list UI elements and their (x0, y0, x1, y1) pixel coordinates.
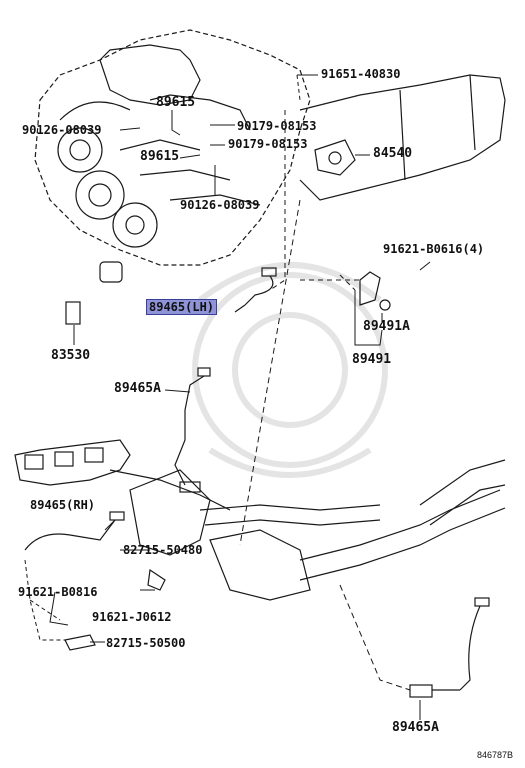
label-91621-b0816: 91621-B0816 (18, 585, 98, 599)
label-82715-50500: 82715-50500 (106, 636, 186, 650)
watermark-emblem (192, 262, 388, 478)
label-89465a-upper: 89465A (114, 381, 161, 396)
label-89465-lh-highlighted[interactable]: 89465(LH) (146, 299, 218, 315)
label-82715-50480: 82715-50480 (123, 543, 203, 557)
transmission (299, 74, 506, 201)
bracket-89491 (359, 271, 391, 311)
sensor-84540 (314, 139, 356, 176)
label-84540: 84540 (373, 146, 413, 161)
label-90179-08153-lower: 90179-08153 (228, 137, 308, 151)
sensor-89465a-lower (409, 597, 490, 698)
bracket-82715 (64, 568, 166, 651)
label-91621-b0616: 91621-B0616(4) (383, 242, 485, 256)
label-91621-j0612: 91621-J0612 (92, 610, 172, 624)
label-90126-08039-upper: 90126-08039 (22, 123, 102, 137)
sensor-89465-rh (24, 511, 125, 551)
exhaust-pipe (129, 459, 506, 601)
label-89465a-lower: 89465A (392, 720, 439, 735)
engine-block (34, 29, 311, 266)
figure-id: 846787B (476, 750, 513, 760)
label-90179-08153-upper: 90179-08153 (237, 119, 317, 133)
label-89615-lower: 89615 (140, 149, 180, 164)
label-89491a: 89491A (363, 319, 410, 334)
label-89465-rh: 89465(RH) (30, 498, 96, 512)
label-90126-08039-lower: 90126-08039 (180, 198, 260, 212)
label-91651-40830: 91651-40830 (321, 67, 401, 81)
leader-lines (24, 74, 431, 720)
label-89615-upper: 89615 (156, 95, 196, 110)
sensor-89465a-upper (174, 367, 211, 493)
sensor-83530 (65, 261, 123, 325)
sensor-89465-lh (234, 267, 277, 313)
label-83530: 83530 (51, 348, 91, 363)
label-89491: 89491 (352, 352, 392, 367)
